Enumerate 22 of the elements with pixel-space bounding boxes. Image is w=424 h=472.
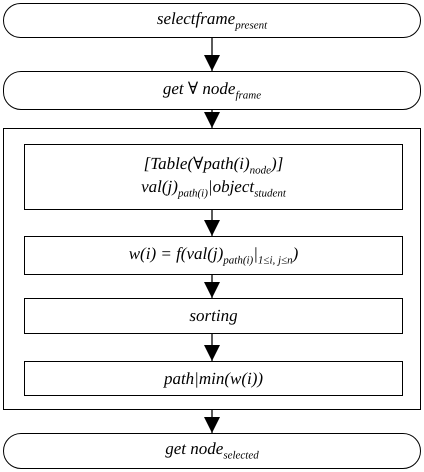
arrow [204,210,220,236]
process-box [24,361,403,396]
terminal-box [3,3,421,38]
formula-text: sorting [189,306,238,326]
arrow [204,275,220,298]
formula-text: path|min(w(i)) [164,368,264,388]
process-box [24,144,403,210]
group-box [3,128,421,410]
arrow [204,410,220,433]
process-box [24,298,403,334]
arrow [204,38,220,71]
arrow [204,334,220,361]
terminal-box [3,433,421,469]
formula-text: [Table(∀path(i)$_{node}$)] [144,154,284,177]
formula-text: get ∀ node$_{frame}$ [162,78,262,102]
formula-text: selectframe$_{present}$ [156,8,268,32]
formula-text: w(i) = f(val(j)$_{path(i)}$|$_{1≤i, j≤n}$) [128,244,298,268]
terminal-box [3,71,421,110]
formula-text: val(j)$_{path(i)}$|object$_{student}$ [141,177,286,200]
arrow [204,110,220,128]
formula-text: get node$_{selected}$ [165,439,259,463]
process-box [24,236,403,275]
